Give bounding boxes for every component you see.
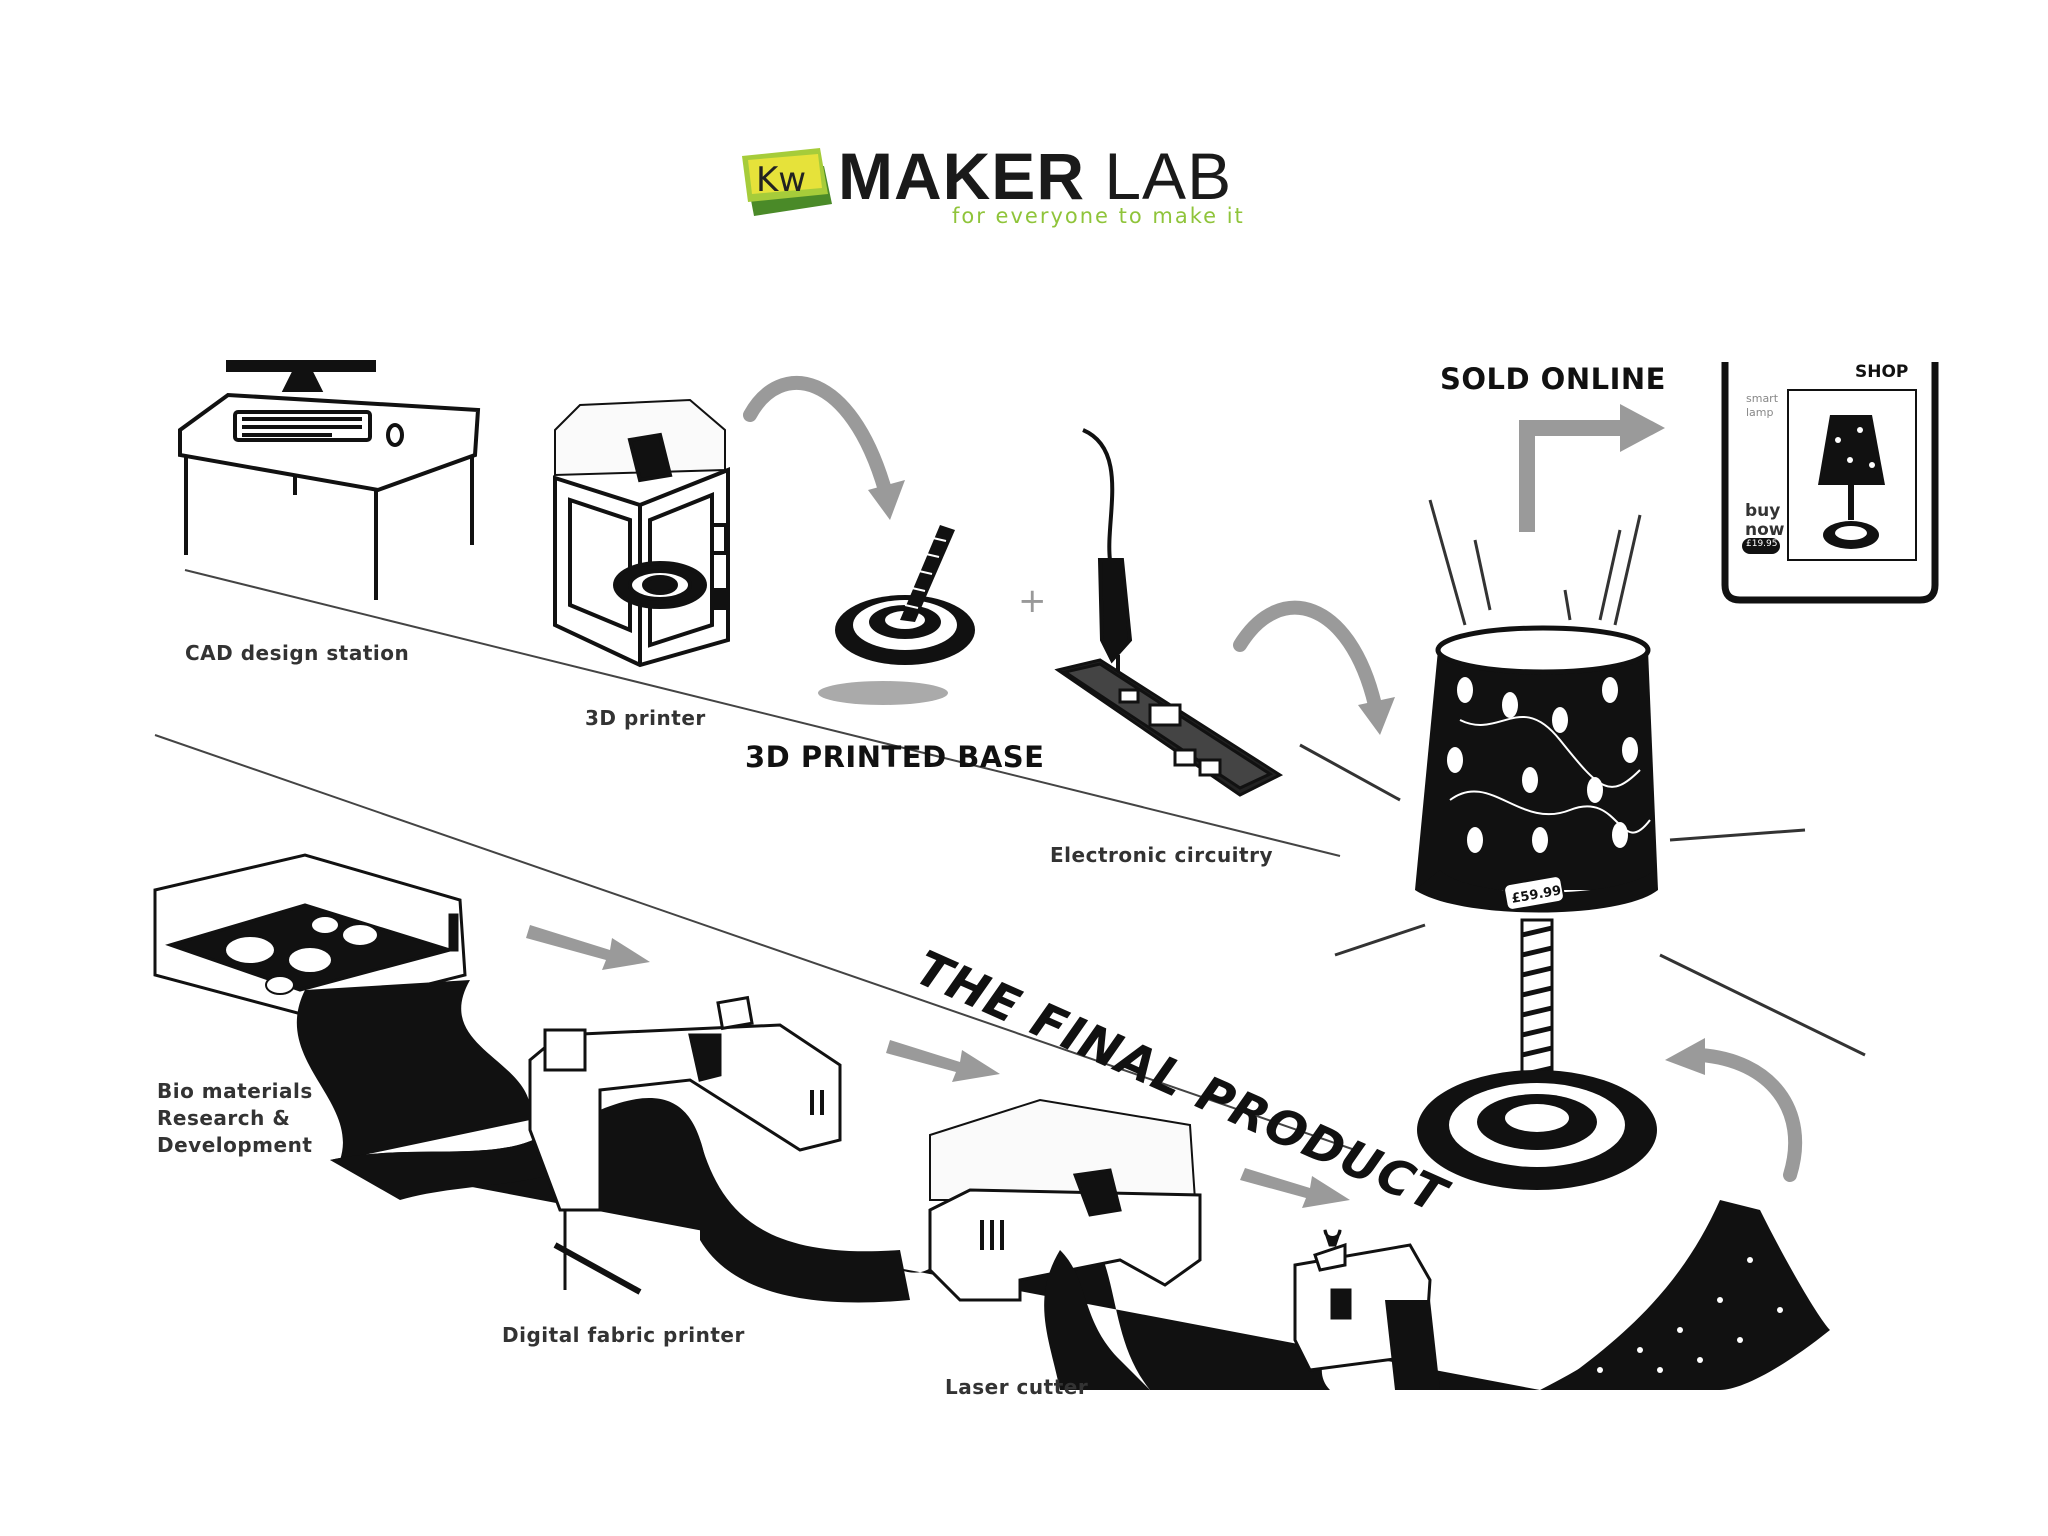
soldering-iron-icon <box>1082 428 1133 678</box>
logo-title-bold: MAKER <box>838 139 1085 213</box>
shop-buy-line-2: now <box>1745 520 1785 540</box>
label-bio-line-2: Research & <box>157 1106 291 1130</box>
arrow-icon <box>743 376 892 497</box>
logo-title-light: LAB <box>1104 139 1233 213</box>
3d-printer-icon <box>553 398 730 668</box>
fabric-printer-icon <box>528 995 842 1295</box>
logo-title: MAKER LAB <box>838 140 1232 212</box>
svg-text:+: + <box>1018 581 1047 621</box>
label-cad: CAD design station <box>185 641 410 665</box>
shop-buy-line-1: buy <box>1745 501 1781 521</box>
arrow-icon <box>526 925 1350 1208</box>
maker-lab-logo: Kw MAKER LAB for everyone to make it <box>740 138 1300 238</box>
lamp-icon: £59.99 <box>1415 625 1658 1190</box>
label-3d-printer: 3D printer <box>585 706 706 730</box>
label-bio-line-3: Development <box>157 1133 313 1157</box>
label-laser-cutter: Laser cutter <box>945 1375 1089 1399</box>
label-bio-line-1: Bio materials <box>157 1079 313 1103</box>
printed-base-icon <box>818 525 975 705</box>
arrow-icon <box>1519 404 1665 532</box>
logo-tagline: for everyone to make it <box>952 204 1245 228</box>
shop-item-line-2: lamp <box>1746 406 1774 419</box>
kw-badge-icon <box>742 148 832 216</box>
laser-cutter-icon <box>928 1098 1202 1390</box>
lamp-rays <box>1299 499 1866 1057</box>
label-3d-printed-base: 3D PRINTED BASE <box>745 740 1045 774</box>
label-digital-fabric-printer: Digital fabric printer <box>502 1323 745 1347</box>
logo-badge-text: Kw <box>756 160 807 200</box>
circuit-board-icon <box>1054 658 1284 797</box>
shop-item-name: smart lamp <box>1746 392 1778 420</box>
tablet-shop-icon <box>1721 362 1939 604</box>
cad-desk-icon <box>178 360 481 600</box>
shop-price[interactable]: £19.95 <box>1746 539 1778 549</box>
fabric-roll-icon <box>1550 1200 1830 1390</box>
arrow-icon <box>1693 1048 1803 1182</box>
shop-buy-now[interactable]: buy now <box>1745 502 1785 540</box>
bio-incubator-icon <box>153 853 531 1160</box>
arrow-icon <box>1233 600 1382 712</box>
shop-title: SHOP <box>1855 362 1909 382</box>
label-bio-materials: Bio materials Research & Development <box>157 1078 313 1159</box>
shop-item-line-1: smart <box>1746 392 1779 405</box>
label-electronic-circuitry: Electronic circuitry <box>1050 843 1273 867</box>
sewing-machine-icon <box>1293 1229 1440 1390</box>
label-sold-online: SOLD ONLINE <box>1440 362 1666 396</box>
